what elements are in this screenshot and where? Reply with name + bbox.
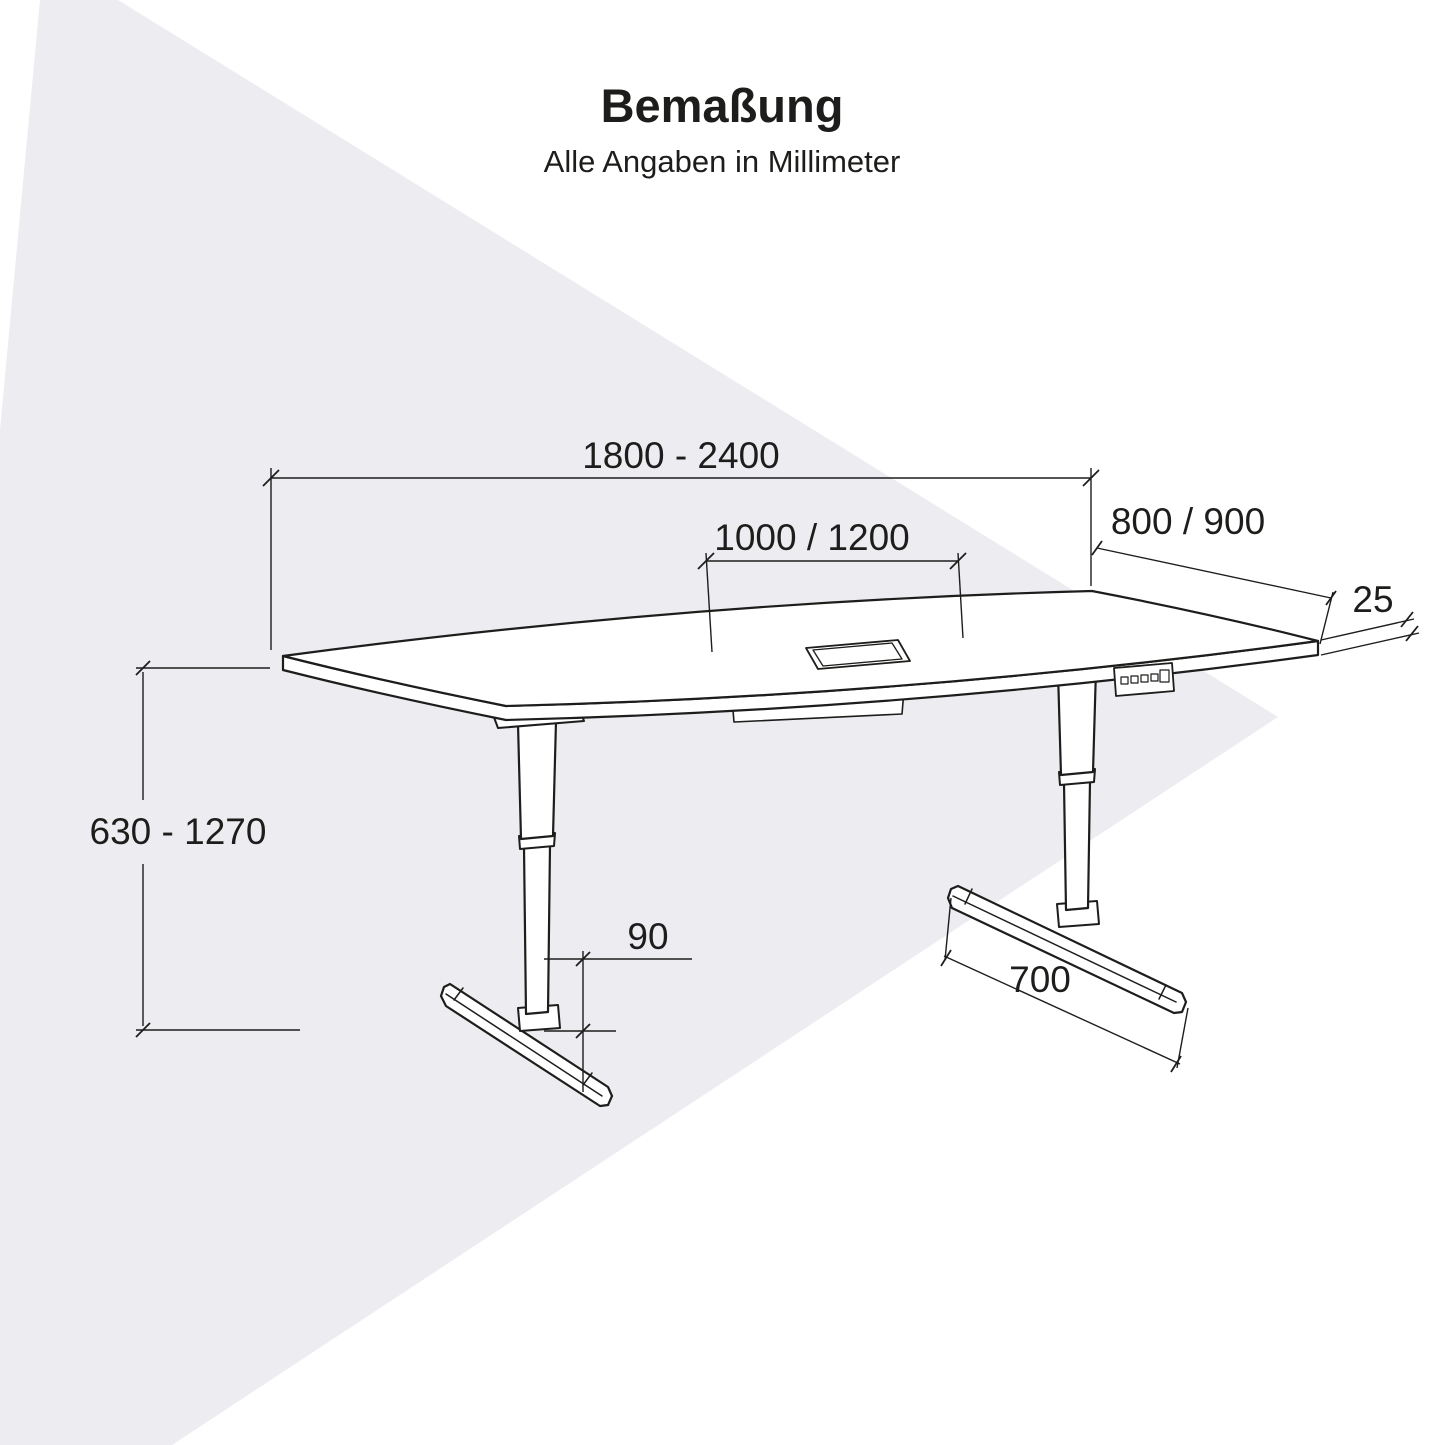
dim-length-label: 1800 - 2400 bbox=[582, 435, 780, 476]
dim-thickness: 25 bbox=[1320, 579, 1420, 656]
dim-length: 1800 - 2400 bbox=[262, 435, 1100, 650]
dim-foot-length: 700 bbox=[940, 897, 1189, 1073]
control-button bbox=[1130, 675, 1139, 684]
control-button bbox=[1120, 676, 1129, 685]
control-button bbox=[1150, 673, 1159, 682]
page-title: Bemaßung bbox=[601, 79, 844, 132]
background-beam bbox=[0, 0, 1278, 1445]
dim-thickness-label: 25 bbox=[1352, 579, 1393, 620]
control-button bbox=[1140, 674, 1149, 683]
dim-foot-length-label: 700 bbox=[1009, 959, 1071, 1000]
dim-foot-height: 90 bbox=[544, 916, 692, 1092]
dim-cable-duct: 1000 / 1200 bbox=[697, 517, 967, 653]
dim-cable-duct-label: 1000 / 1200 bbox=[714, 517, 909, 558]
left-leg bbox=[439, 704, 614, 1108]
page-subtitle: Alle Angaben in Millimeter bbox=[544, 144, 901, 179]
dim-height-label: 630 - 1270 bbox=[90, 811, 267, 852]
table-drawing bbox=[281, 589, 1320, 1108]
dimensions-layer: 1800 - 2400 1000 / 1200 800 / 900 25 bbox=[90, 435, 1420, 1092]
dim-foot-height-label: 90 bbox=[627, 916, 668, 957]
dim-height: 630 - 1270 bbox=[90, 660, 300, 1038]
left-column bbox=[491, 704, 585, 1032]
control-display bbox=[1159, 669, 1170, 683]
dim-depth: 800 / 900 bbox=[1091, 501, 1337, 645]
dim-depth-label: 800 / 900 bbox=[1111, 501, 1265, 542]
left-foot bbox=[439, 982, 614, 1108]
header: Bemaßung Alle Angaben in Millimeter bbox=[544, 79, 901, 179]
control-panel bbox=[1113, 662, 1175, 697]
cable-hatch bbox=[805, 639, 911, 670]
right-foot bbox=[946, 884, 1188, 1015]
